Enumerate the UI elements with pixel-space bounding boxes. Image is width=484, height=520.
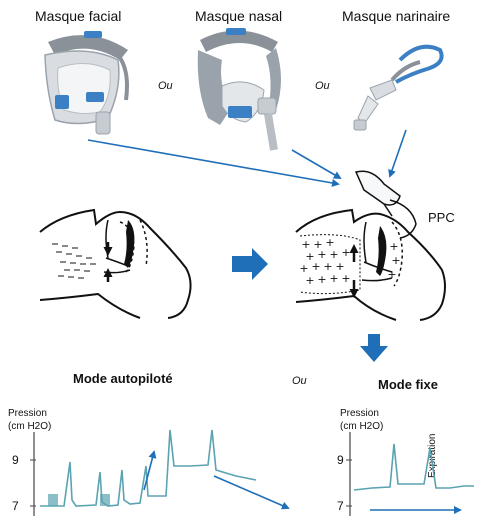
left-axis-unit: (cm H2O) (8, 421, 52, 432)
left-tick-7: 7 (12, 499, 19, 513)
svg-text:+: + (299, 262, 308, 275)
left-pressure-signal (40, 429, 257, 507)
left-rise-arrow (143, 450, 157, 491)
left-pressure-graph (30, 429, 290, 516)
left-burst-1 (48, 494, 58, 506)
label-mode-fixe: Mode fixe (378, 377, 438, 392)
right-pressure-plus: +++ +++ +++ +++ +++ +++ (299, 236, 400, 287)
svg-text:+: + (305, 274, 314, 287)
left-tick-9: 9 (12, 453, 19, 467)
nasal-mask-icon (197, 28, 281, 151)
right-tongue (376, 226, 387, 276)
svg-text:+: + (341, 272, 350, 285)
label-masque-nasal: Masque nasal (195, 8, 283, 24)
right-tick-7: 7 (337, 499, 344, 513)
label-ou-3: Ou (292, 375, 307, 387)
svg-text:+: + (387, 268, 396, 281)
svg-text:+: + (391, 254, 400, 267)
svg-text:+: + (313, 238, 322, 251)
svg-text:+: + (305, 250, 314, 263)
label-masque-facial: Masque facial (35, 8, 122, 24)
svg-text:+: + (301, 238, 310, 251)
svg-text:+: + (341, 246, 350, 259)
arrow-face-to-ppc (87, 139, 340, 187)
svg-text:+: + (329, 248, 338, 261)
arrow-nasal-to-ppc (291, 149, 342, 180)
transition-arrow (232, 248, 268, 280)
svg-text:+: + (317, 273, 326, 286)
head-obstructed (39, 208, 192, 319)
left-burst-2 (100, 494, 110, 506)
label-ppc: PPC (428, 210, 455, 225)
svg-text:+: + (389, 240, 398, 253)
left-tongue (124, 220, 135, 268)
svg-text:+: + (329, 272, 338, 285)
label-ou-2: Ou (315, 80, 330, 92)
svg-text:+: + (311, 260, 320, 273)
left-airflow-dashes (52, 243, 96, 279)
svg-text:+: + (317, 248, 326, 261)
nasal-pillow-icon (353, 44, 444, 131)
down-arrow-mode-fixe (360, 334, 388, 362)
right-pressure-graph (346, 432, 474, 516)
label-masque-narinaire: Masque narinaire (342, 8, 451, 24)
left-fall-arrow (213, 475, 290, 510)
right-axis-unit: (cm H2O) (340, 421, 384, 432)
svg-text:+: + (335, 260, 344, 273)
svg-text:+: + (325, 236, 334, 249)
face-mask-icon (44, 31, 129, 135)
label-mode-autopilote: Mode autopiloté (73, 371, 173, 386)
arrow-pillow-to-ppc (388, 129, 407, 178)
ppc-machine-icon (354, 170, 417, 239)
label-ou-1: Ou (158, 80, 173, 92)
svg-text:+: + (323, 260, 332, 273)
right-pressure-signal (353, 443, 474, 491)
right-axis-title: Pression (340, 408, 379, 419)
left-axis-title: Pression (8, 408, 47, 419)
right-tick-9: 9 (337, 453, 344, 467)
